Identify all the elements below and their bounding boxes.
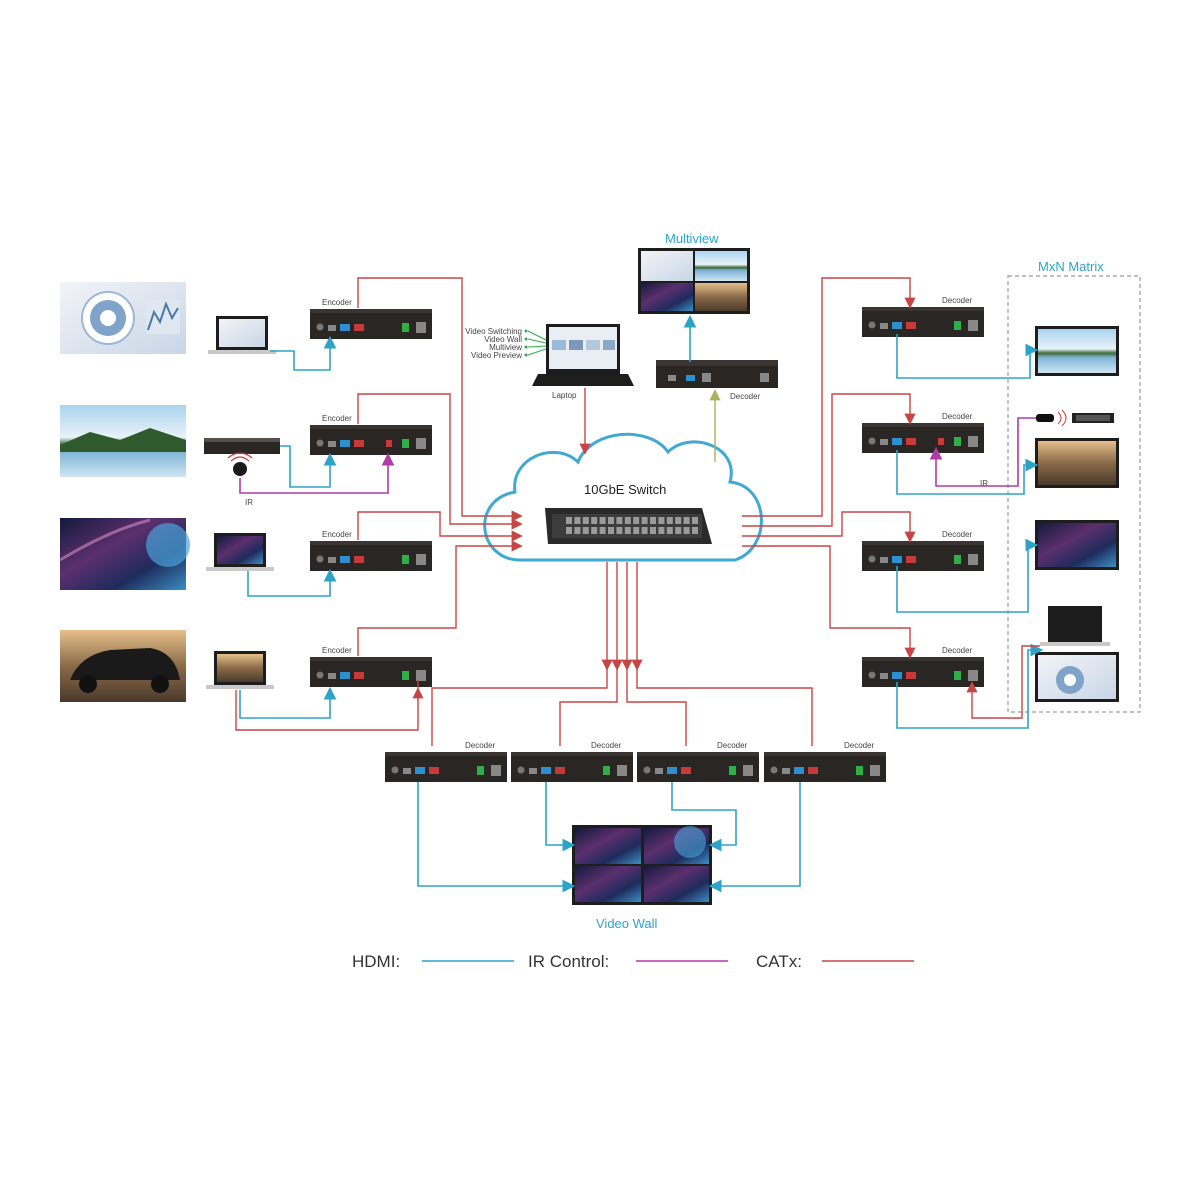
switch-port bbox=[608, 527, 614, 534]
matrix-display-3 bbox=[1035, 520, 1119, 570]
switch-port bbox=[599, 527, 606, 534]
encoder-2-label: Encoder bbox=[322, 414, 352, 423]
decoder-wall-3-label: Decoder bbox=[717, 741, 748, 750]
switch-port bbox=[692, 527, 698, 534]
switch-port bbox=[599, 517, 606, 524]
source-image-lake bbox=[60, 405, 186, 477]
encoder-3-label: Encoder bbox=[322, 530, 352, 539]
legend-ir-label: IR Control: bbox=[528, 952, 609, 971]
decoder-right-2: Decoder bbox=[862, 412, 984, 453]
matrix-laptop bbox=[1040, 606, 1110, 646]
decoder-multiview bbox=[656, 360, 778, 388]
laptop-menu: Video Switching Video Wall Multiview Vid… bbox=[465, 327, 547, 360]
legend: HDMI: IR Control: CATx: bbox=[352, 952, 914, 971]
switch-port bbox=[616, 527, 623, 534]
matrix-display-4 bbox=[1035, 652, 1119, 702]
encoder-1: Encoder bbox=[310, 298, 432, 339]
laptop-label: Laptop bbox=[552, 391, 577, 400]
decoder-right-4: Decoder bbox=[862, 646, 984, 687]
ir-remote-right bbox=[1036, 409, 1114, 427]
matrix-display-2 bbox=[1035, 438, 1119, 488]
decoder-right-1: Decoder bbox=[862, 296, 984, 337]
switch-port bbox=[582, 517, 589, 524]
decoder-wall-3: Decoder bbox=[637, 741, 759, 782]
switch-port bbox=[692, 517, 698, 524]
laptop-source-4 bbox=[206, 651, 274, 689]
switch-port bbox=[608, 517, 614, 524]
encoder-3: Encoder bbox=[310, 530, 432, 571]
video-wall-title: Video Wall bbox=[596, 916, 658, 931]
switch-port bbox=[666, 527, 673, 534]
multiview-title: Multiview bbox=[665, 231, 719, 246]
source-image-chart bbox=[60, 282, 186, 354]
switch-port bbox=[650, 517, 656, 524]
switch-port bbox=[683, 517, 690, 524]
laptop-source-3 bbox=[206, 533, 274, 571]
decoder-right-3: Decoder bbox=[862, 530, 984, 571]
encoder-2: Encoder bbox=[310, 414, 432, 455]
encoder-1-label: Encoder bbox=[322, 298, 352, 307]
decoder-right-1-label: Decoder bbox=[942, 296, 973, 305]
source-image-galaxy bbox=[59, 518, 190, 590]
switch-port bbox=[658, 517, 665, 524]
decoder-right-2-label: Decoder bbox=[942, 412, 973, 421]
switch-port bbox=[658, 527, 665, 534]
decoder-multiview-label: Decoder bbox=[730, 392, 761, 401]
ir-receiver-left bbox=[227, 452, 253, 476]
decoder-right-3-label: Decoder bbox=[942, 530, 973, 539]
laptop-menu-item[interactable]: Video Switching bbox=[465, 327, 522, 336]
decoder-right-4-label: Decoder bbox=[942, 646, 973, 655]
switch-port bbox=[624, 527, 631, 534]
switch-port bbox=[591, 517, 598, 524]
switch-port bbox=[616, 517, 623, 524]
source-image-car bbox=[60, 630, 186, 702]
control-laptop bbox=[532, 324, 634, 386]
decoder-wall-2-label: Decoder bbox=[591, 741, 622, 750]
switch-port bbox=[566, 527, 572, 534]
switch-port bbox=[633, 517, 640, 524]
decoder-wall-1-label: Decoder bbox=[465, 741, 496, 750]
switch-port bbox=[582, 527, 589, 534]
laptop-source-1 bbox=[208, 316, 276, 354]
switch-port bbox=[650, 527, 656, 534]
decoder-wall-4: Decoder bbox=[764, 741, 886, 782]
switch-port bbox=[641, 527, 648, 534]
switch-port bbox=[566, 517, 572, 524]
switch-port bbox=[683, 527, 690, 534]
decoder-wall-4-label: Decoder bbox=[844, 741, 875, 750]
ir-label-left: IR bbox=[245, 498, 253, 507]
connections bbox=[235, 277, 1044, 893]
video-wall bbox=[572, 825, 712, 905]
switch-port bbox=[666, 517, 673, 524]
switch-port bbox=[574, 517, 581, 524]
encoder-4-label: Encoder bbox=[322, 646, 352, 655]
switch-port bbox=[633, 527, 640, 534]
multiview-display bbox=[638, 248, 750, 314]
matrix-title: MxN Matrix bbox=[1038, 259, 1104, 274]
switch-port bbox=[641, 517, 648, 524]
decoder-wall-1: Decoder bbox=[385, 741, 507, 782]
switch-port bbox=[675, 527, 682, 534]
decoders-wall: Decoder Decoder Decoder Decoder bbox=[385, 741, 886, 782]
matrix-display-1 bbox=[1035, 326, 1119, 376]
switch-port bbox=[675, 517, 682, 524]
switch-port bbox=[624, 517, 631, 524]
decoder-wall-2: Decoder bbox=[511, 741, 633, 782]
encoder-4: Encoder bbox=[310, 646, 432, 687]
legend-hdmi-label: HDMI: bbox=[352, 952, 400, 971]
laptop-menu-item[interactable]: Video Preview bbox=[471, 351, 522, 360]
switch-label: 10GbE Switch bbox=[584, 482, 666, 497]
ir-label-right: IR bbox=[980, 479, 988, 488]
switch-port bbox=[574, 527, 581, 534]
bluray-player bbox=[204, 438, 280, 454]
legend-catx-label: CATx: bbox=[756, 952, 802, 971]
switch-port bbox=[591, 527, 598, 534]
laptop-menu-item[interactable]: Multiview bbox=[489, 343, 522, 352]
network-switch bbox=[545, 508, 712, 544]
laptop-menu-item[interactable]: Video Wall bbox=[484, 335, 522, 344]
